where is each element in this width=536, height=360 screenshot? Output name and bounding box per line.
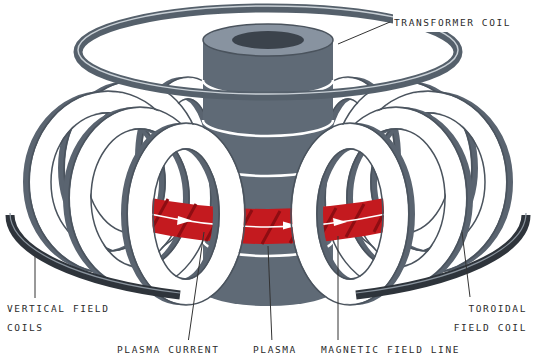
toroidal-coil-front <box>291 123 409 305</box>
vertical-field-coil <box>356 213 526 293</box>
toroidal-coil-front <box>140 136 232 292</box>
central-solenoid <box>203 24 333 56</box>
label-anchor: PLASMA <box>252 339 298 359</box>
label-anchor: TRANSFORMER COIL <box>393 12 512 32</box>
toroidal-coil-front <box>127 123 409 305</box>
leader-line <box>35 22 470 343</box>
part-label: TOROIDAL FIELD COIL <box>446 299 528 337</box>
leader-line <box>188 232 204 343</box>
part-label: PLASMA CURRENT <box>116 340 220 359</box>
part-label: TRANSFORMER COIL <box>393 13 512 32</box>
label-anchor: PLASMA CURRENT <box>116 339 220 359</box>
leader-line <box>268 246 272 343</box>
label-anchor: MAGNETIC FIELD LINE <box>320 339 461 359</box>
toroidal-coil-front <box>317 149 383 279</box>
plasma-band <box>140 196 396 244</box>
plasma-band <box>150 214 386 227</box>
leader-line <box>338 236 339 343</box>
toroidal-coil-front <box>127 123 245 305</box>
part-label: MAGNETIC FIELD LINE <box>320 340 461 359</box>
part-label: VERTICAL FIELD COILS <box>6 299 118 337</box>
central-solenoid <box>232 31 304 49</box>
central-solenoid <box>203 290 333 306</box>
plasma-band <box>150 199 390 244</box>
vertical-field-coil <box>356 215 526 295</box>
plasma-band <box>140 196 396 244</box>
label-anchor: VERTICAL FIELD COILS <box>6 299 118 337</box>
label-anchor: TOROIDAL FIELD COIL <box>446 299 528 337</box>
toroidal-coil-front <box>304 136 396 292</box>
central-solenoid <box>203 120 333 136</box>
leader-line <box>35 256 36 298</box>
plasma-band <box>177 216 192 225</box>
part-label: PLASMA <box>252 340 298 359</box>
toroidal-coil-side <box>29 91 507 289</box>
leader-line <box>462 232 470 297</box>
toroidal-coil-front <box>153 149 219 279</box>
plasma-band <box>333 218 347 226</box>
leader-line <box>338 22 390 44</box>
